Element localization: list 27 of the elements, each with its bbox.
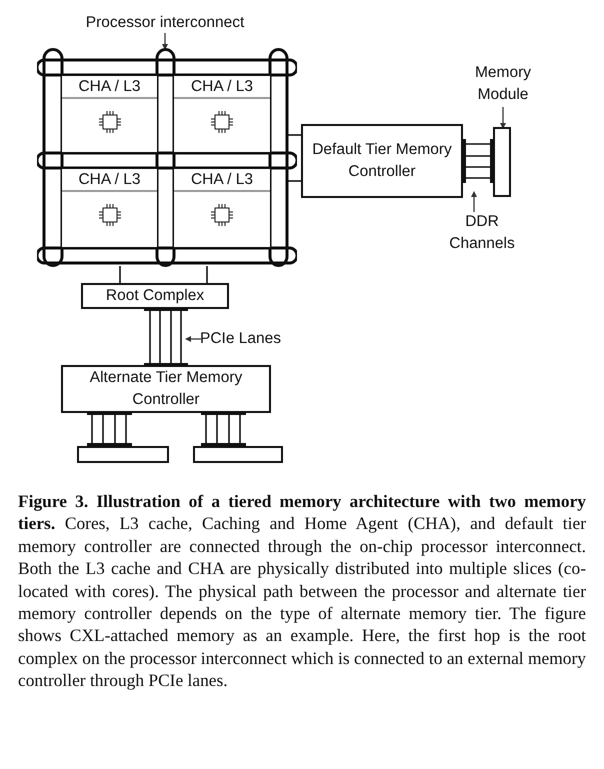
root-complex-box: Root Complex	[81, 283, 229, 309]
leader-line	[162, 32, 168, 50]
callout-label: Processor interconnect	[85, 12, 245, 34]
leader-line	[185, 336, 202, 342]
leader-line	[500, 106, 506, 129]
connector-line	[206, 266, 208, 284]
callout-label: Memory Module	[468, 62, 538, 108]
memory-module-box	[77, 446, 169, 463]
slice-label: CHA / L3	[62, 76, 157, 99]
connector-line	[180, 308, 182, 366]
connector-line	[286, 134, 302, 136]
connector-line	[286, 180, 302, 182]
callout-label: DDR Channels	[440, 211, 524, 257]
connector-line	[159, 308, 161, 366]
leader-line	[471, 191, 477, 212]
slice-label: CHA / L3	[174, 169, 270, 192]
memory-module-box	[493, 127, 511, 197]
connector-line	[149, 308, 151, 366]
connector-line	[119, 266, 121, 284]
controller-box: Default Tier Memory Controller	[301, 124, 463, 198]
callout-label: PCIe Lanes	[200, 328, 300, 350]
slice-label: CHA / L3	[62, 169, 157, 192]
figure-caption: Figure 3. Illustration of a tiered memory architecture with two memory tiers. Cores, L3 cache, Caching and Home Agent (CHA), and default tier memory controller are connected through the on-chip processor interconnect. Both the L3 cache and CHA are physically distributed into multiple slices (co-located with cores). The physical path between the processor and alternate tier memory controller depends on the type of alternate memory tier. The figure shows CXL-attached memory as an example. Here, the first hop is the root complex on the processor interconnect which is connected to an external memory controller through PCIe lanes.	[18, 490, 586, 692]
slice-label: CHA / L3	[174, 76, 270, 99]
memory-module-box	[193, 446, 283, 463]
controller-box: Alternate Tier Memory Controller	[61, 365, 271, 413]
connector-line	[170, 308, 172, 366]
